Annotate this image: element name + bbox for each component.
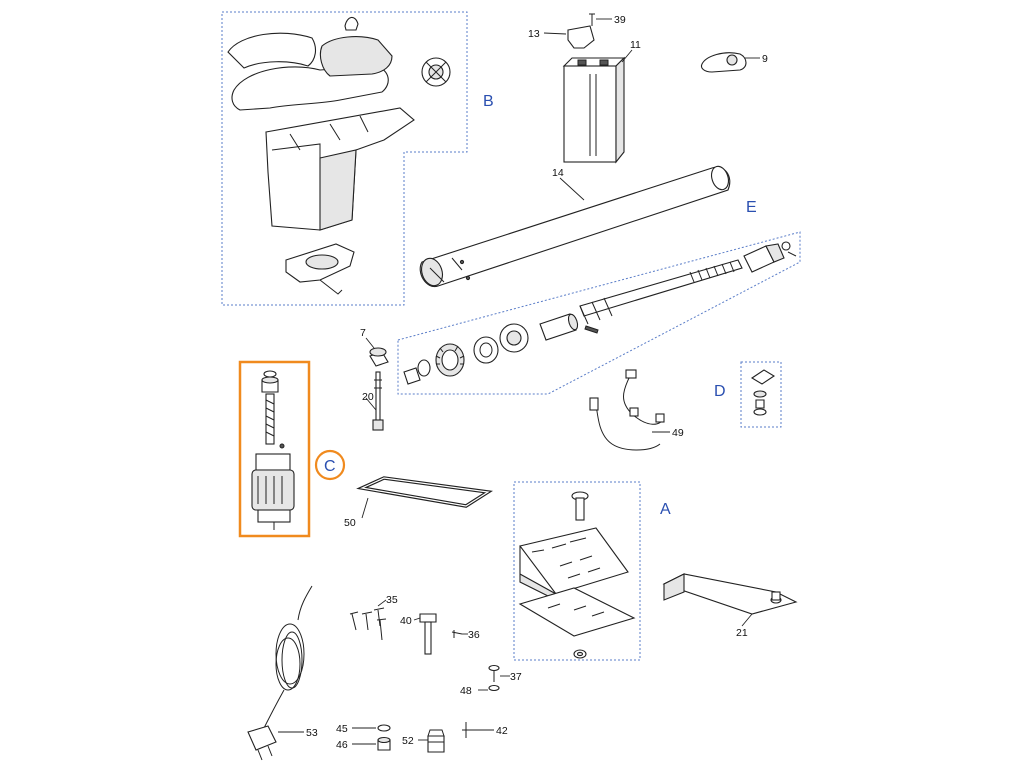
label-37: 37 [510, 671, 522, 683]
part-11-battery[interactable] [562, 56, 626, 164]
group-letter-b: B [483, 93, 494, 110]
part-7-cap[interactable] [369, 347, 389, 367]
group-letter-d: D [714, 383, 726, 400]
label-40: 40 [400, 615, 412, 627]
label-9: 9 [762, 53, 768, 65]
group-a-bracket: A [513, 481, 671, 661]
housing-top-cover[interactable] [227, 32, 317, 69]
part-35-screws[interactable] [349, 607, 387, 641]
part-36-screw[interactable] [451, 630, 463, 638]
housing-base-grid [305, 254, 339, 270]
d-bolt[interactable] [755, 399, 765, 409]
washer-e[interactable] [417, 359, 431, 377]
part-9-eye-bracket[interactable] [700, 52, 747, 73]
clip-ring[interactable] [473, 336, 499, 364]
group-letter-a: A [660, 501, 671, 518]
label-46: 46 [336, 739, 348, 751]
part-49-wiring-harness[interactable] [589, 369, 665, 451]
label-49: 49 [672, 427, 684, 439]
end-nut[interactable] [743, 241, 797, 273]
group-b-frame [221, 11, 468, 306]
group-letter-e: E [746, 199, 757, 216]
part-53-power-cable[interactable] [247, 585, 313, 761]
a-upper-plate[interactable] [519, 527, 629, 595]
bearing-disk[interactable] [421, 57, 451, 87]
label-42: 42 [496, 725, 508, 737]
part-52-grommet[interactable] [427, 729, 445, 753]
part-45-washer[interactable] [377, 724, 391, 732]
group-letter-c: C [324, 458, 336, 475]
small-bushing-e[interactable] [403, 367, 421, 385]
a-lower-plate[interactable] [518, 587, 636, 637]
part-48-washer[interactable] [488, 684, 500, 692]
part-14-tube[interactable] [418, 164, 731, 288]
label-39: 39 [614, 14, 626, 26]
label-21: 21 [736, 627, 748, 639]
group-b-housing: B [221, 11, 494, 306]
screw-shaft[interactable] [579, 259, 743, 317]
group-e-shaft: E [397, 199, 801, 395]
label-45: 45 [336, 723, 348, 735]
label-53: 53 [306, 727, 318, 739]
label-7: 7 [360, 327, 366, 339]
part-39-screw[interactable] [589, 13, 595, 26]
d-nut-plate[interactable] [750, 369, 776, 385]
label-36: 36 [468, 629, 480, 641]
a-carriage-bolt[interactable] [571, 491, 589, 521]
sleeve-bush[interactable] [539, 313, 579, 341]
housing-body-side [319, 149, 357, 231]
a-nut[interactable] [573, 649, 587, 659]
label-20: 20 [362, 391, 374, 403]
screw-thread [689, 261, 735, 283]
label-50: 50 [344, 517, 356, 529]
drive-gear[interactable] [435, 343, 465, 377]
part-21-angle-bracket[interactable] [662, 573, 798, 615]
label-48: 48 [460, 685, 472, 697]
part-50-gasket[interactable] [356, 476, 493, 508]
label-52: 52 [402, 735, 414, 747]
housing-body-detail [271, 115, 369, 230]
small-pin[interactable] [584, 325, 599, 334]
group-c-badge: C [314, 449, 346, 481]
label-14: 14 [552, 167, 564, 179]
part-46-nut[interactable] [377, 736, 391, 751]
housing-clip[interactable] [344, 16, 359, 31]
bearing-ring[interactable] [499, 323, 529, 353]
group-c-motor[interactable] [238, 360, 311, 538]
housing-cover-insert[interactable] [319, 36, 393, 77]
group-c-highlight-frame [238, 360, 311, 538]
label-35: 35 [386, 594, 398, 606]
part-40-bolt[interactable] [419, 613, 437, 655]
part-42-screw[interactable] [462, 722, 470, 738]
group-e-frame [397, 231, 801, 395]
d-washer[interactable] [753, 390, 767, 398]
part-13-bracket[interactable] [567, 25, 595, 49]
label-11: 11 [630, 39, 641, 51]
housing-cover-shell[interactable] [231, 65, 389, 111]
part-37-screw[interactable] [488, 664, 500, 683]
label-13: 13 [528, 28, 540, 40]
group-d-frame [740, 361, 782, 428]
group-d-fastener: D [714, 361, 782, 428]
part-20-rod[interactable] [372, 371, 384, 431]
